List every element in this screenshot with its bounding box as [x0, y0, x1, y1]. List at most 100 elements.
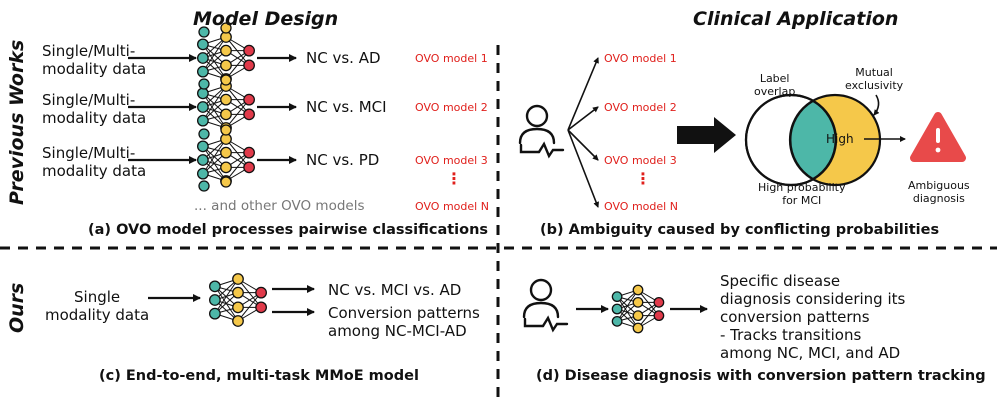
network-link: [637, 302, 660, 329]
warning-icon: [910, 112, 966, 162]
panel-c-input: Single modality data: [45, 288, 150, 324]
side-label-ours: Ours: [6, 282, 28, 333]
panel-a-input-3: Single/Multi- modality data: [42, 144, 147, 180]
network-node: [243, 44, 256, 57]
header-model-design: Model Design: [193, 8, 339, 30]
network-node: [232, 273, 244, 285]
person-icon-d: [522, 278, 569, 333]
network-link: [225, 152, 250, 182]
panel-b-ovo-n: OVO model N: [604, 200, 678, 213]
panel-c-output-1: NC vs. MCI vs. AD: [328, 281, 462, 299]
network-link: [237, 292, 262, 322]
panel-c-output-2: Conversion patterns among NC-MCI-AD: [328, 304, 480, 340]
network-node: [255, 301, 268, 314]
panel-d-caption: (d) Disease diagnosis with conversion pa…: [536, 368, 986, 384]
network-link: [225, 50, 250, 80]
network-node: [632, 322, 644, 334]
panel-b-ovo-3: OVO model 3: [604, 154, 677, 167]
network-node: [198, 26, 210, 38]
network-node: [632, 310, 644, 322]
panel-a-other-models: ... and other OVO models: [194, 198, 365, 214]
network-node: [196, 101, 209, 113]
network-node: [653, 296, 665, 308]
mutual-exclusivity: Mutual exclusivity: [845, 66, 904, 92]
network-node: [220, 176, 232, 188]
network-node: [220, 22, 232, 34]
network-node: [632, 296, 644, 308]
network-link: [214, 278, 239, 314]
network-node: [255, 286, 268, 299]
panel-a-output-1: NC vs. AD: [306, 49, 381, 67]
ambiguous-diagnosis: Ambiguous diagnosis: [908, 179, 970, 205]
network-node: [198, 78, 210, 90]
network-node: [196, 154, 209, 166]
big-arrow-icon: [677, 117, 736, 153]
panel-a-arrows: [128, 54, 297, 164]
network-node: [243, 146, 256, 159]
network-link: [237, 278, 262, 308]
network-node: [220, 93, 232, 106]
network-link: [225, 36, 250, 66]
network-node: [220, 44, 232, 57]
network-link: [202, 138, 227, 174]
network-node: [198, 128, 210, 140]
network-node: [232, 301, 244, 314]
network-node: [196, 52, 209, 64]
panel-a-caption: (a) OVO model processes pairwise classif…: [88, 222, 489, 238]
network-node: [232, 315, 244, 327]
network-node: [196, 65, 209, 78]
panel-a-ellipsis: ⋮: [446, 169, 462, 188]
panel-a-ovo-2: OVO model 2: [415, 101, 488, 114]
mmoe-network: [208, 273, 268, 327]
high-probability-mci: High probability for MCI: [758, 181, 846, 207]
network-node: [220, 74, 232, 86]
network-node: [196, 87, 209, 100]
panel-a-input-1: Single/Multi- modality data: [42, 42, 147, 78]
network-node: [232, 286, 244, 299]
network-link: [225, 85, 250, 115]
panel-a-ovo-n: OVO model N: [415, 200, 489, 213]
ovo-network-stack: [196, 22, 256, 192]
panel-a-input-2: Single/Multi- modality data: [42, 91, 147, 127]
panel-c-caption: (c) End-to-end, multi-task MMoE model: [99, 368, 419, 384]
venn-diagram: [744, 93, 882, 187]
network-link: [225, 138, 250, 168]
panel-a-ovo-3: OVO model 3: [415, 154, 488, 167]
network-node: [220, 108, 232, 121]
network-node: [220, 59, 232, 72]
network-node: [196, 114, 209, 127]
panel-b-ovo-1: OVO model 1: [604, 52, 677, 65]
network-link: [225, 99, 250, 129]
fan-arrows: [567, 57, 599, 208]
label-overlap: Label overlap: [754, 72, 796, 98]
network-node: [208, 294, 221, 306]
network-node: [243, 161, 256, 174]
network-node: [196, 140, 209, 153]
network-node: [632, 284, 644, 296]
network-node: [220, 161, 232, 174]
person-icon: [518, 104, 565, 159]
header-clinical-application: Clinical Application: [693, 8, 899, 30]
panel-a-ovo-1: OVO model 1: [415, 52, 488, 65]
network-node: [243, 108, 256, 121]
panel-a-output-2: NC vs. MCI: [306, 98, 387, 116]
network-link: [202, 85, 227, 121]
network-node: [653, 310, 665, 322]
network-link: [616, 289, 639, 322]
mmoe-network-d: [611, 284, 665, 334]
panel-a-output-3: NC vs. PD: [306, 151, 380, 169]
network-node: [220, 124, 232, 136]
network-node: [611, 303, 623, 315]
network-node: [220, 146, 232, 159]
network-node: [208, 307, 221, 320]
network-node: [196, 38, 209, 51]
panel-d-description: Specific disease diagnosis considering i…: [720, 272, 906, 362]
network-node: [611, 291, 623, 303]
network-node: [611, 315, 623, 327]
network-link: [202, 36, 227, 72]
mutual-exclusivity-arrow: [873, 94, 880, 116]
panel-b-caption: (b) Ambiguity caused by conflicting prob…: [540, 222, 940, 238]
side-label-previous: Previous Works: [6, 39, 28, 205]
network-node: [196, 167, 209, 180]
